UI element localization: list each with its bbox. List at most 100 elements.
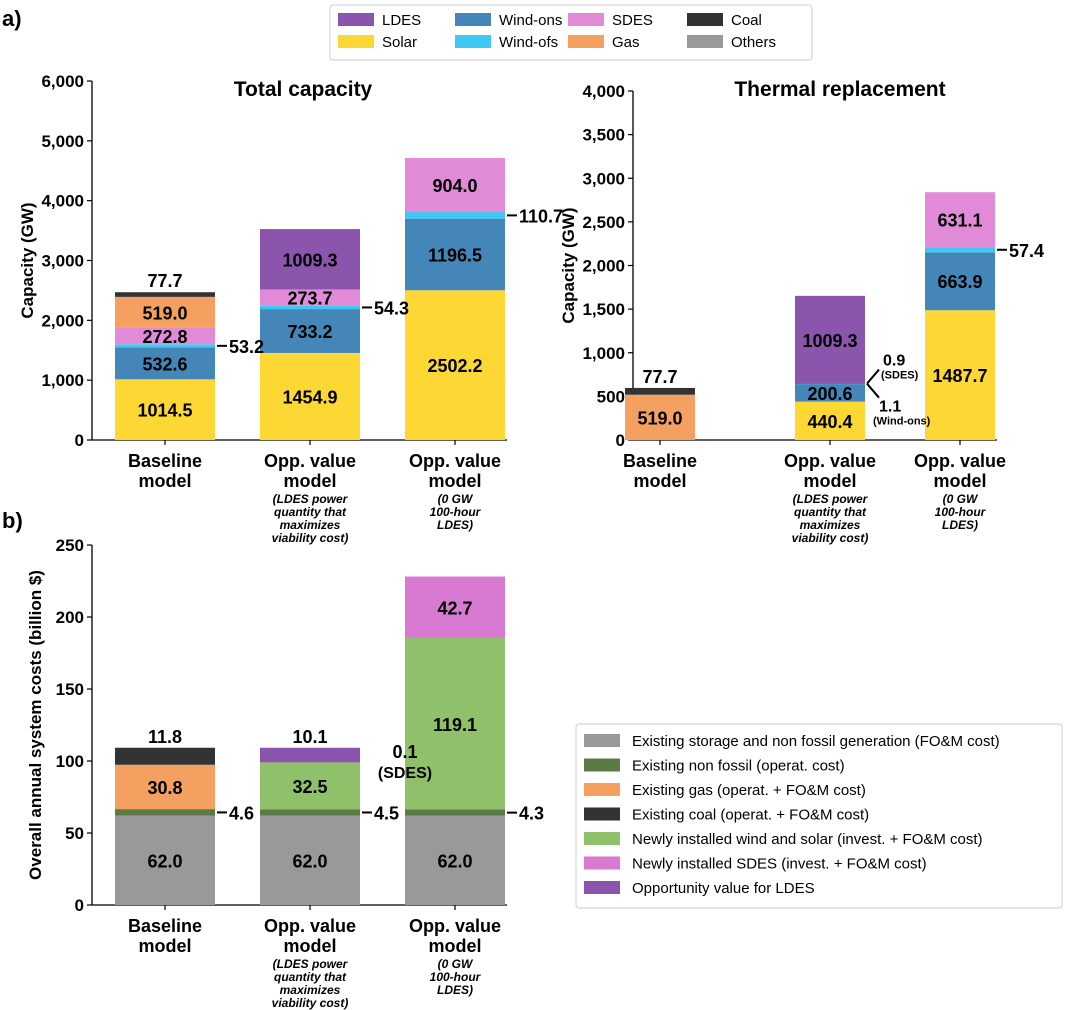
annotation-label: 77.7: [147, 271, 182, 291]
legend-item-label: SDES: [612, 12, 653, 29]
legend-item-label: Existing gas (operat. + FO&M cost): [632, 782, 866, 799]
bar-segment: [260, 809, 360, 816]
bar-segment: [795, 295, 865, 384]
chart-title: Total capacity: [234, 78, 373, 101]
y-tick-label: 3,000: [41, 252, 84, 271]
data-label: 42.7: [437, 598, 472, 618]
bar-segment: [260, 309, 360, 353]
annotation-label: 10.1: [292, 727, 327, 747]
y-tick-label: 150: [56, 680, 84, 699]
legend-item-label: Opportunity value for LDES: [632, 880, 815, 897]
legend-swatch: [338, 35, 374, 48]
legend-swatch: [584, 734, 620, 747]
y-tick-label: 50: [65, 824, 84, 843]
legend-swatch: [584, 807, 620, 821]
x-tick-note: quantity that: [794, 505, 867, 519]
y-tick-label: 0: [616, 431, 625, 450]
x-tick-note: (LDES power: [273, 492, 349, 506]
bar-segment: [115, 815, 215, 905]
bar-segment: [925, 252, 995, 311]
x-tick-note: maximizes: [280, 983, 341, 997]
annotation-label: 0.1: [392, 742, 417, 762]
bar-segment: [795, 401, 865, 440]
legend-item-label: Others: [731, 34, 776, 51]
annotation-label: 57.4: [1009, 241, 1044, 261]
bar-segment: [115, 292, 215, 297]
bar-segment: [405, 815, 505, 905]
x-tick-note: viability cost): [272, 996, 349, 1010]
data-label: 32.5: [292, 777, 327, 797]
x-tick-label: model: [633, 471, 686, 491]
x-tick-label: model: [283, 471, 336, 491]
data-label: 62.0: [437, 851, 472, 871]
annotation-label: 4.5: [374, 803, 399, 823]
bar-segment: [405, 157, 505, 213]
annotation-label: 1.1: [879, 399, 901, 416]
data-label: 1009.3: [282, 250, 337, 270]
data-label: 273.7: [287, 289, 332, 309]
legend-swatch: [584, 758, 620, 772]
data-label: 1196.5: [428, 245, 482, 265]
legend-swatch: [584, 856, 620, 870]
x-tick-note: LDES): [437, 983, 473, 997]
annotation-sublabel: (Wind-ons): [873, 416, 931, 428]
legend-swatch: [568, 13, 604, 26]
bar-segment: [625, 387, 695, 395]
bar-segment: [260, 229, 360, 290]
y-tick-label: 6,000: [41, 72, 84, 91]
y-tick-label: 5,000: [41, 132, 84, 151]
legend-bottom-frame: [575, 723, 1063, 909]
x-tick-label: Opp. value: [264, 916, 356, 936]
legend-swatch: [568, 35, 604, 48]
panel-label-b: b): [2, 508, 23, 533]
x-tick-label: Baseline: [623, 451, 697, 471]
annotation-label: 0.9: [883, 353, 905, 370]
y-tick-label: 0: [75, 896, 84, 915]
y-tick-label: 250: [56, 536, 84, 555]
data-label: 519.0: [142, 303, 187, 323]
data-label: 532.6: [142, 354, 187, 374]
legend-swatch: [687, 35, 723, 48]
x-tick-note: LDES): [437, 518, 473, 532]
bar-segment: [260, 762, 360, 810]
bar-segment: [405, 290, 505, 440]
annotation-label: 11.8: [148, 727, 182, 747]
x-tick-label: model: [283, 936, 336, 956]
data-label: 1009.3: [802, 331, 857, 351]
y-tick-label: 4,000: [41, 192, 84, 211]
legend-item-label: Newly installed SDES (invest. + FO&M cos…: [632, 856, 927, 873]
legend-swatch: [584, 832, 620, 845]
annotation-leader: [866, 368, 880, 385]
y-tick-label: 2,000: [582, 257, 625, 276]
bar-segment: [925, 192, 995, 248]
x-tick-label: model: [803, 471, 856, 491]
data-label: 272.8: [142, 327, 187, 347]
x-tick-note: 100-hour: [430, 505, 482, 519]
data-label: 119.1: [433, 715, 477, 735]
bar-segment: [260, 305, 360, 310]
bar-segment: [625, 394, 695, 440]
bar-segment: [405, 638, 505, 810]
x-tick-label: model: [138, 936, 191, 956]
x-tick-note: 100-hour: [430, 970, 482, 984]
x-tick-label: model: [428, 936, 481, 956]
legend-item-label: Coal: [731, 12, 762, 29]
legend-item-label: Solar: [382, 34, 417, 51]
legend-item-label: Existing non fossil (operat. cost): [632, 758, 845, 775]
y-axis-label: Capacity (GW): [18, 202, 37, 318]
legend-item-label: Existing coal (operat. + FO&M cost): [632, 807, 869, 824]
bar-segment: [115, 296, 215, 328]
bar-segment: [925, 247, 995, 253]
legend-swatch: [584, 783, 620, 796]
x-tick-note: quantity that: [274, 505, 347, 519]
y-tick-label: 2,500: [582, 213, 625, 232]
x-tick-note: viability cost): [792, 531, 869, 545]
data-label: 733.2: [287, 322, 332, 342]
x-tick-label: Opp. value: [264, 451, 356, 471]
bar-segment: [115, 764, 215, 810]
chart-title: Thermal replacement: [734, 78, 945, 101]
data-label: 440.4: [807, 412, 852, 432]
data-label: 200.6: [807, 384, 852, 404]
